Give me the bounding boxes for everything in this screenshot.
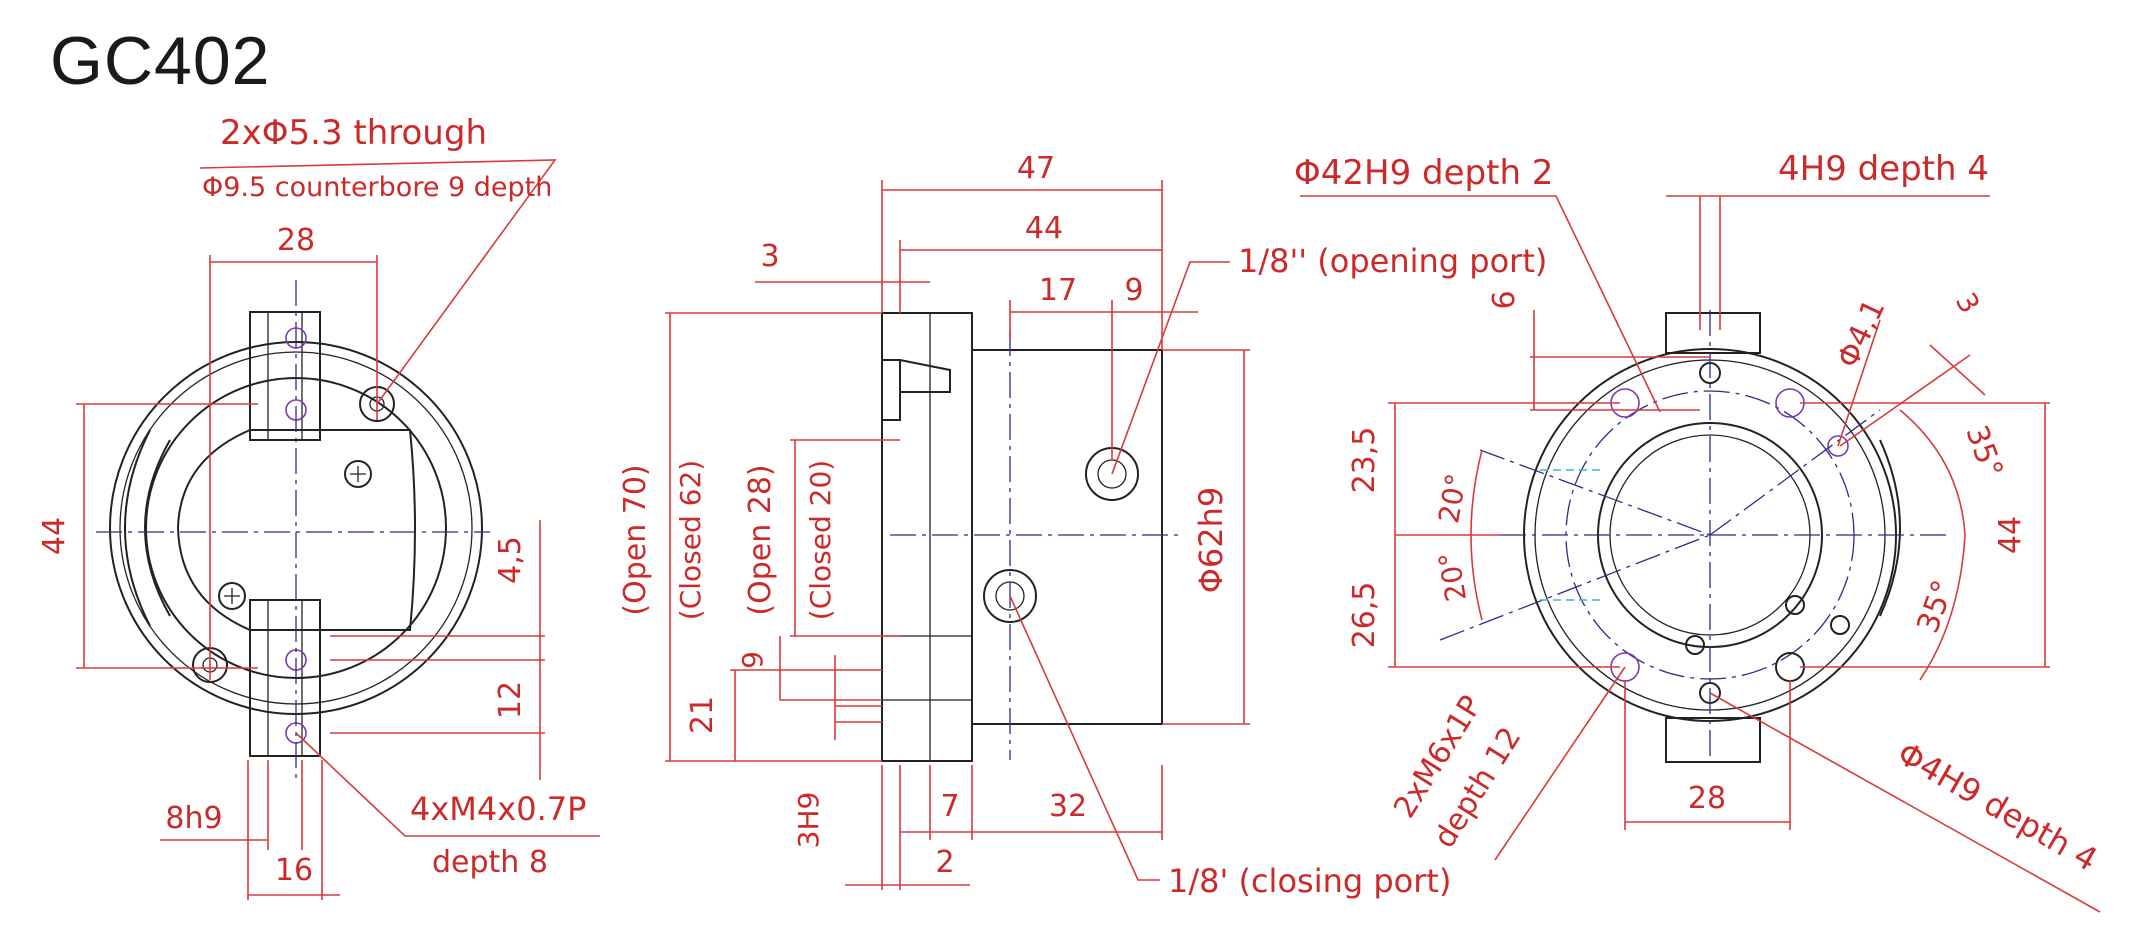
middle-closing-port-label: 1/8' (closing port) (1168, 862, 1451, 900)
right-angle-35-lower: 35° (1911, 576, 1962, 638)
middle-closing-port (983, 569, 1037, 623)
middle-dim-44: 44 (1025, 211, 1063, 246)
middle-open-70: (Open 70) (618, 464, 653, 615)
left-dim-44: 44 (37, 517, 72, 555)
left-view: 28 44 4,5 12 8h9 16 2xΦ5.3 through Φ9.5 … (37, 113, 600, 900)
right-dim-26-5: 26,5 (1347, 582, 1382, 649)
left-dim-4-5: 4,5 (493, 536, 528, 584)
right-angle-20-upper: 20° (1432, 471, 1473, 526)
left-bore (176, 429, 416, 631)
left-thread-depth: depth 8 (432, 845, 548, 880)
left-dim-28: 28 (277, 223, 315, 258)
middle-dim-2: 2 (935, 845, 954, 880)
right-dim-23-5: 23,5 (1347, 427, 1382, 494)
middle-view: 47 44 3 17 9 1/8'' (opening port) Φ62h9 … (618, 151, 1547, 900)
right-tap-hole (1775, 652, 1805, 682)
middle-open-28: (Open 28) (743, 464, 778, 615)
right-top-tab (1665, 312, 1761, 354)
middle-dim-3h9: 3H9 (792, 792, 825, 849)
right-tap-hole (1775, 388, 1805, 418)
middle-dim-17: 17 (1039, 273, 1077, 308)
right-slot-callout: 4H9 depth 4 (1778, 149, 1989, 189)
left-counterbore-callout: Φ9.5 counterbore 9 depth (202, 172, 552, 203)
middle-opening-port-label: 1/8'' (opening port) (1238, 242, 1547, 280)
middle-dim-9-top: 9 (1124, 273, 1143, 308)
drawing-title: GC402 (50, 23, 271, 99)
left-screw (218, 582, 246, 610)
left-top-block (249, 311, 321, 441)
left-bottom-block (249, 599, 321, 757)
middle-dim-7: 7 (940, 789, 959, 824)
middle-dim-21: 21 (685, 696, 720, 734)
right-dim-44: 44 (1993, 516, 2028, 554)
right-angle-20-lower: 20° (1432, 549, 1473, 604)
right-dim-6: 6 (1487, 290, 1522, 309)
left-dim-12: 12 (493, 681, 528, 719)
right-angle-35-upper: 35° (1958, 421, 2009, 483)
left-dim-16: 16 (275, 853, 313, 888)
left-thread-callout: 4xM4x0.7P (410, 790, 586, 828)
middle-dim-32: 32 (1049, 789, 1087, 824)
right-dim-28: 28 (1688, 781, 1726, 816)
middle-closed-20: (Closed 20) (804, 460, 837, 620)
middle-body (971, 349, 1163, 725)
middle-flange (881, 312, 973, 762)
right-dim-4-1: Φ4,1 (1831, 294, 1893, 373)
middle-dim-3: 3 (760, 239, 779, 274)
left-screw (344, 460, 372, 488)
middle-closed-62: (Closed 62) (674, 460, 707, 620)
right-bore-callout: Φ42H9 depth 2 (1294, 153, 1553, 193)
right-dim-3: 3 (1949, 287, 1986, 319)
middle-dim-9-left: 9 (736, 651, 769, 669)
middle-bore-dim: Φ62h9 (1192, 487, 1230, 594)
right-pin-callout: Φ4H9 depth 4 (1891, 734, 2104, 879)
left-dim-8h9: 8h9 (165, 801, 222, 836)
left-mount-hole-callout: 2xΦ5.3 through (220, 113, 487, 153)
middle-dim-47: 47 (1017, 151, 1055, 186)
right-bottom-tab (1665, 717, 1761, 763)
right-pin-hole (1827, 435, 1849, 457)
